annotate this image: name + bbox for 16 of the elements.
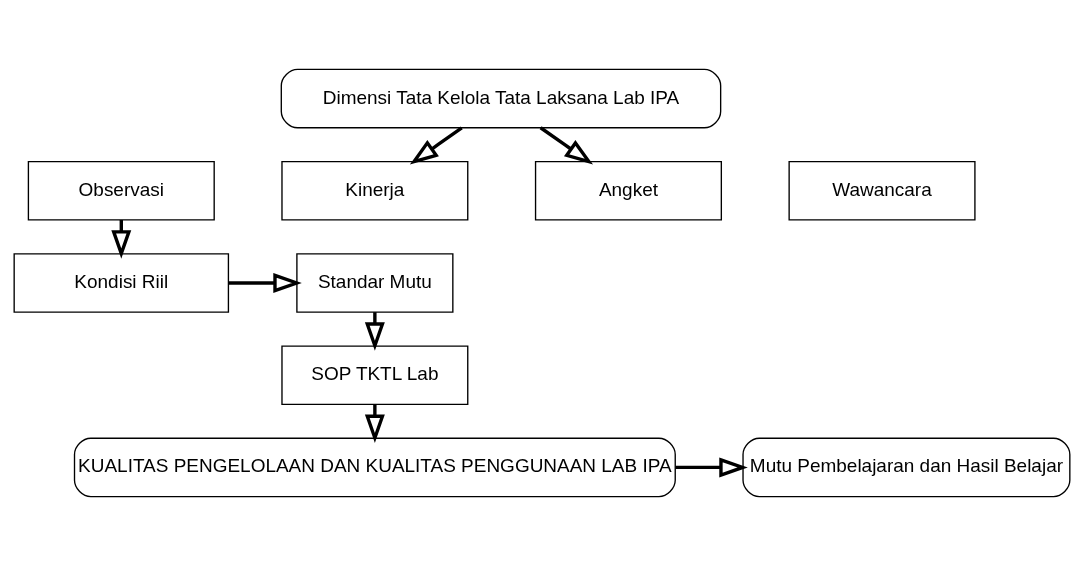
- arrow: [364, 311, 385, 351]
- arrow: [364, 403, 385, 443]
- arrow: [539, 125, 594, 165]
- node-box: Kinerja: [281, 160, 469, 221]
- arrow: [409, 125, 463, 165]
- node-box: KUALITAS PENGELOLAAN DAN KUALITAS PENGGUNAAN LAB IPA: [73, 437, 676, 497]
- node-box: Angket: [534, 160, 722, 221]
- arrow: [675, 456, 748, 477]
- node-box: Standar Mutu: [296, 252, 454, 313]
- node-box: Kondisi Riil: [13, 252, 230, 313]
- node-box: Mutu Pembelajaran dan Hasil Belajar: [742, 437, 1071, 497]
- node-box: Wawancara: [788, 160, 976, 221]
- node-box: Dimensi Tata Kelola Tata Laksana Lab IPA: [280, 68, 722, 128]
- node-box: Observasi: [27, 160, 215, 221]
- node-box: SOP TKTL Lab: [281, 344, 469, 405]
- arrow: [228, 272, 302, 293]
